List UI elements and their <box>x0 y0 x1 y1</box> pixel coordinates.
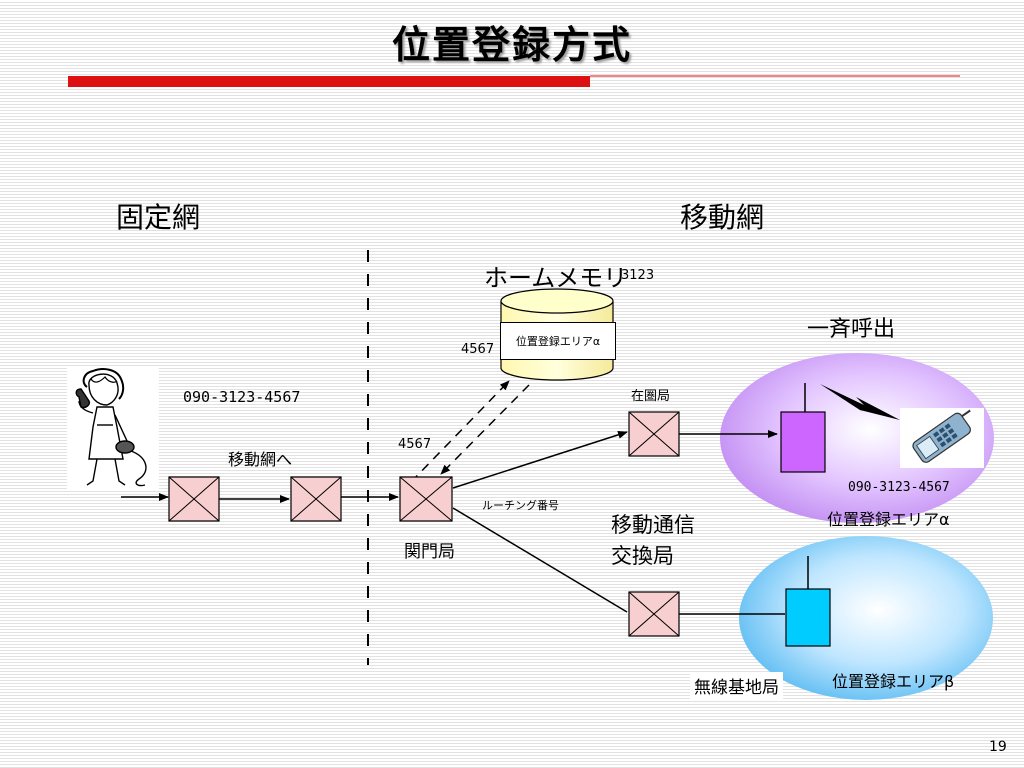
area-beta-ellipse <box>739 536 993 700</box>
memory-subscriber-number: 4567 <box>461 342 495 357</box>
lightning-bolt-icon <box>820 384 900 420</box>
msc-label-line2: 交換局 <box>611 544 674 568</box>
memory-query-lines <box>410 380 530 483</box>
zaiken-station-label: 在圏局 <box>631 389 671 404</box>
person-on-phone-icon <box>67 367 159 489</box>
memory-area-record: 位置登録エリアα <box>500 322 616 360</box>
mobile-number-label: 090-3123-4567 <box>848 480 950 495</box>
zaiken-switch <box>628 411 680 457</box>
memory-area-record-text: 位置登録エリアα <box>515 335 601 348</box>
mobile-phone-icon <box>900 408 984 468</box>
home-memory-number: 3123 <box>621 268 655 283</box>
area-alpha-ellipse <box>720 353 994 523</box>
area-beta-label: 位置登録エリアβ <box>832 672 955 691</box>
connection-lines <box>121 430 785 615</box>
title-rule <box>68 75 960 87</box>
fixed-network-label: 固定網 <box>116 201 201 234</box>
switch-station-fixed-1 <box>168 476 220 522</box>
mobile-network-label: 移動網 <box>680 201 765 234</box>
base-station-alpha <box>780 383 826 473</box>
wireless-base-station-label: 無線基地局 <box>690 672 783 699</box>
page-number: 19 <box>989 739 1007 755</box>
home-memory-label: ホームメモリ <box>484 264 628 292</box>
gateway-number-label: 4567 <box>398 437 432 452</box>
base-station-beta <box>785 556 831 647</box>
gateway-station-label: 関門局 <box>404 542 455 562</box>
switch-station-fixed-2 <box>290 476 342 522</box>
msc-switch-beta <box>628 591 680 637</box>
msc-label-line1: 移動通信 <box>611 513 695 537</box>
area-alpha-label: 位置登録エリアα <box>827 510 950 529</box>
msc-label: 移動通信交換局 <box>611 510 721 572</box>
broadcast-call-label: 一斉呼出 <box>807 317 896 342</box>
dialed-number-label: 090-3123-4567 <box>183 388 301 406</box>
home-memory-database <box>500 288 614 381</box>
routing-number-label: ルーチング番号 <box>482 499 559 512</box>
gateway-switch <box>399 476 453 522</box>
to-mobile-network-label: 移動網へ <box>228 450 293 469</box>
slide-title: 位置登録方式 <box>391 23 632 67</box>
